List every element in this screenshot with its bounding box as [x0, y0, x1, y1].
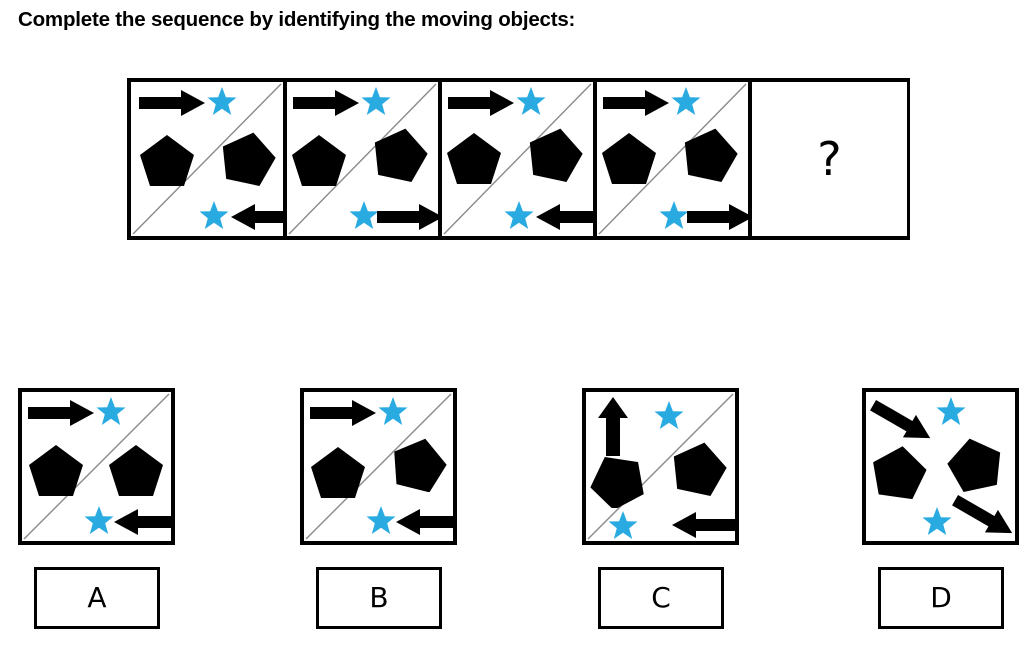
- star-top: [378, 397, 408, 425]
- arrow-right-top: [448, 90, 514, 116]
- diagonal-divider-line: [132, 83, 282, 235]
- star-top: [671, 87, 701, 115]
- pentagon-right: [374, 128, 428, 182]
- pentagon-right: [673, 442, 727, 496]
- pentagon-left: [590, 457, 644, 508]
- pentagon-left: [140, 135, 194, 186]
- star-top: [361, 87, 391, 115]
- option-label-a: A: [87, 581, 107, 614]
- star-bottom: [504, 201, 534, 229]
- pentagon-right: [529, 128, 583, 182]
- arrow-diagonal-bottom: [952, 494, 1013, 534]
- star-top: [516, 87, 546, 115]
- option-figure-c[interactable]: [582, 388, 739, 545]
- diagonal-divider-line: [305, 393, 452, 540]
- option-block-d[interactable]: D: [862, 388, 1019, 629]
- arrow-right-top: [293, 90, 359, 116]
- pentagon-right: [109, 445, 163, 496]
- star-bottom: [608, 511, 638, 539]
- diagonal-divider-line: [23, 393, 170, 540]
- sequence-panel-1: [131, 82, 287, 236]
- sequence-panel-2: [287, 82, 442, 236]
- option-block-b[interactable]: B: [300, 388, 457, 629]
- arrow-right-top: [310, 400, 376, 426]
- star-top: [654, 401, 684, 429]
- option-figure-d[interactable]: [862, 388, 1019, 545]
- sequence-strip: ?: [127, 78, 910, 240]
- question-mark-placeholder: ?: [817, 132, 842, 186]
- diagonal-divider-line: [443, 83, 592, 235]
- option-figure-a[interactable]: [18, 388, 175, 545]
- arrow-right-top: [28, 400, 94, 426]
- arrow-diagonal-top: [870, 399, 931, 439]
- pentagon-left: [292, 135, 346, 186]
- option-label-d: D: [930, 581, 952, 614]
- arrow-bottom-left: [396, 509, 453, 535]
- option-block-c[interactable]: C: [582, 388, 739, 629]
- diagonal-divider-line: [288, 83, 437, 235]
- option-label-box-b[interactable]: B: [316, 567, 442, 629]
- star-bottom: [922, 507, 952, 535]
- pentagon-right: [947, 438, 1001, 492]
- arrow-bottom-left: [672, 512, 735, 538]
- arrow-bottom-right: [377, 204, 438, 230]
- pentagon-right: [394, 438, 447, 492]
- pentagon-right: [222, 132, 276, 186]
- option-label-box-a[interactable]: A: [34, 567, 160, 629]
- star-top: [207, 87, 237, 115]
- pentagon-left: [29, 445, 83, 496]
- arrow-bottom-left: [231, 204, 283, 230]
- arrow-up-top: [598, 397, 628, 456]
- option-label-b: B: [369, 581, 389, 614]
- option-label-c: C: [651, 581, 671, 614]
- diagonal-divider-line: [598, 83, 747, 235]
- star-top: [96, 397, 126, 425]
- sequence-panel-3: [442, 82, 597, 236]
- pentagon-right: [684, 128, 738, 182]
- arrow-right-top: [139, 90, 205, 116]
- arrow-bottom-right: [687, 204, 748, 230]
- pentagon-left: [311, 447, 365, 498]
- option-figure-b[interactable]: [300, 388, 457, 545]
- arrow-bottom-left: [536, 204, 593, 230]
- arrow-right-top: [603, 90, 669, 116]
- pentagon-left: [602, 133, 656, 184]
- pentagon-left: [873, 446, 927, 500]
- star-bottom: [84, 506, 114, 534]
- diagonal-divider-line: [587, 393, 734, 540]
- option-block-a[interactable]: A: [18, 388, 175, 629]
- sequence-panel-5-unknown: ?: [752, 82, 907, 236]
- sequence-panel-4: [597, 82, 752, 236]
- option-label-box-c[interactable]: C: [598, 567, 724, 629]
- star-bottom: [659, 201, 689, 229]
- star-bottom: [349, 201, 379, 229]
- star-bottom: [366, 506, 396, 534]
- arrow-bottom-left: [114, 509, 171, 535]
- option-label-box-d[interactable]: D: [878, 567, 1004, 629]
- pentagon-left: [447, 133, 501, 184]
- star-top: [936, 397, 966, 425]
- star-bottom: [199, 201, 229, 229]
- page-title: Complete the sequence by identifying the…: [18, 8, 576, 31]
